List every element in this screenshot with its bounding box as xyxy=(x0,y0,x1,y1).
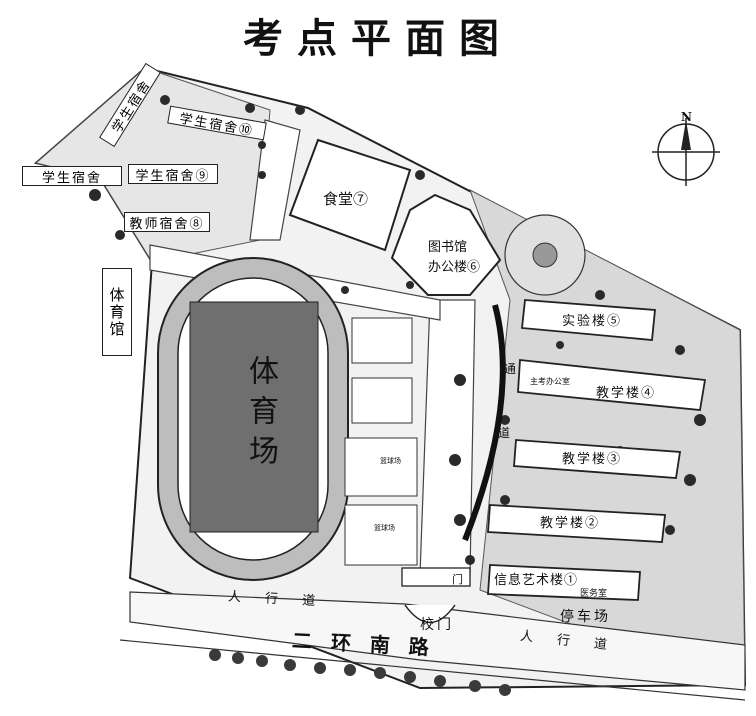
main-road-line xyxy=(119,639,746,701)
teaching-4-shape xyxy=(517,359,707,411)
compass-north-label: N xyxy=(681,110,692,124)
roadside-trees xyxy=(209,649,511,696)
label-teaching-4: 教学楼④ xyxy=(596,386,657,401)
south-gatehouse xyxy=(401,567,471,587)
label-pavilion-1: 篮球场 xyxy=(380,457,401,465)
label-pavilion-2: 篮球场 xyxy=(374,524,395,532)
label-gym: 体育馆 xyxy=(102,268,132,356)
compass-rose xyxy=(652,118,720,186)
courts xyxy=(344,317,418,566)
sidewalk-band xyxy=(129,591,746,691)
label-sports-field: 体育场 xyxy=(243,355,278,475)
label-small-office: 主考办公室 xyxy=(530,377,570,386)
label-library-2: 办公楼⑥ xyxy=(428,260,481,275)
label-library-1: 图书馆 xyxy=(428,240,468,255)
label-passage-top: 通 xyxy=(504,362,517,376)
field-grass xyxy=(189,301,319,533)
label-lab-5: 实验楼⑤ xyxy=(562,314,623,329)
label-dorm-9: 学生宿舍⑨ xyxy=(128,164,218,184)
label-main-gate: 校门 xyxy=(420,617,454,633)
info-art-shape xyxy=(487,564,641,601)
lab-building-shape xyxy=(521,299,656,341)
label-teaching-3: 教学楼③ xyxy=(562,452,623,467)
label-parking: 停车场 xyxy=(560,609,611,625)
label-dorm-plain-left: 学生宿舍 xyxy=(22,166,122,186)
garden-plaza-center xyxy=(532,242,558,268)
canteen-building xyxy=(288,138,412,252)
label-teaching-2: 教学楼② xyxy=(540,516,601,531)
main-gate-opening xyxy=(404,604,456,624)
label-canteen: 食堂⑦ xyxy=(323,190,369,208)
teaching-2-shape xyxy=(487,504,666,543)
teaching-3-shape xyxy=(513,439,682,479)
library-building xyxy=(390,193,502,296)
label-passage-bottom: 道 xyxy=(498,426,511,440)
label-info-art-1: 信息艺术楼① xyxy=(494,573,579,588)
label-teacher-dorm: 教师宿舍⑧ xyxy=(124,212,210,232)
map-title: 考点平面图 xyxy=(243,15,513,62)
label-infirmary: 医务室 xyxy=(580,589,608,599)
curved-walkway xyxy=(462,304,506,542)
label-gate-small: 门 xyxy=(452,573,463,586)
